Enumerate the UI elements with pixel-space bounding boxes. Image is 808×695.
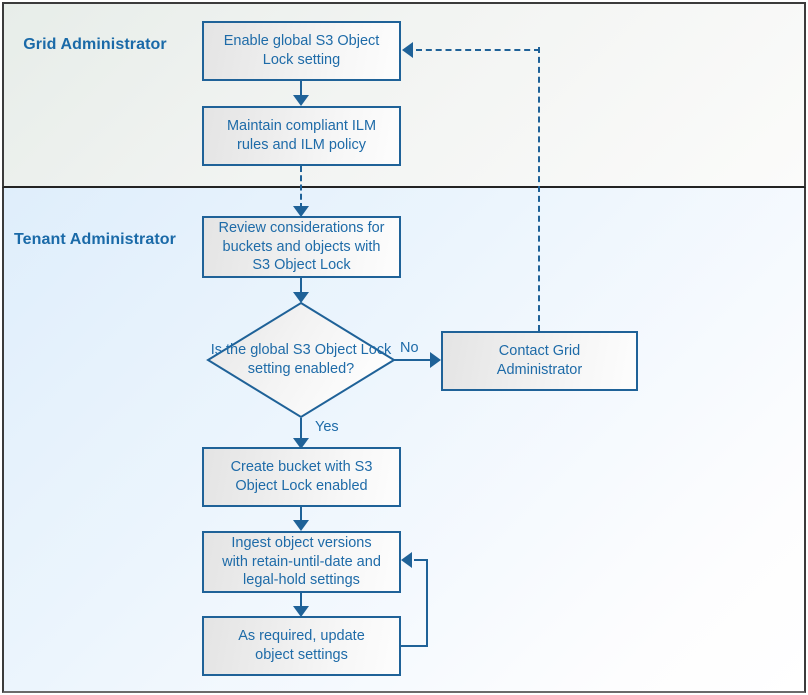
node-create-bucket: Create bucket with S3 Object Lock enable… — [202, 447, 401, 507]
arrowhead-review-to-decision — [293, 292, 309, 303]
arrowhead-maintain-to-review — [293, 206, 309, 217]
connector-ingest-to-update — [300, 593, 302, 608]
node-ingest-object-versions: Ingest object versions with retain-until… — [202, 531, 401, 593]
edge-label-no: No — [400, 340, 419, 356]
node-update-line2: object settings — [255, 647, 348, 663]
arrowhead-update-to-ingest — [401, 552, 412, 568]
node-review-line2: buckets and objects with — [222, 238, 381, 255]
connector-decision-no-to-contact — [394, 359, 434, 361]
connector-review-to-decision — [300, 278, 302, 294]
connector-maintain-to-review-dashed — [300, 166, 302, 209]
swimlane-grid-administrator — [2, 2, 806, 188]
connector-create-bucket-to-ingest — [300, 507, 302, 522]
connector-contact-to-enable-vertical-dashed — [538, 47, 540, 331]
connector-update-to-ingest-vertical — [426, 560, 428, 647]
swimlane-tenant-administrator — [2, 188, 806, 693]
connector-update-to-ingest-bottom — [401, 645, 428, 647]
lane-title-tenant-line1: Tenant — [13, 231, 66, 248]
node-update-line1: As required, update — [238, 628, 365, 645]
node-create-bucket-line2: Object Lock enabled — [235, 478, 368, 494]
arrowhead-decision-no-to-contact — [430, 352, 441, 368]
lane-title-tenant-line2: Administrator — [69, 231, 176, 248]
node-maintain-ilm-line1: Maintain compliant ILM — [226, 118, 377, 135]
node-contact-line2: Administrator — [496, 362, 583, 378]
node-enable-global-line2: Lock setting — [262, 52, 341, 68]
connector-update-to-ingest-top — [414, 559, 428, 561]
node-maintain-compliant-ilm: Maintain compliant ILM rules and ILM pol… — [202, 106, 401, 166]
edge-label-yes: Yes — [315, 419, 339, 435]
connector-enable-to-maintain — [300, 81, 302, 97]
arrowhead-enable-to-maintain — [293, 95, 309, 106]
arrowhead-create-bucket-to-ingest — [293, 520, 309, 531]
node-ingest-line1: Ingest object versions — [231, 535, 372, 552]
node-enable-global-line1: Enable global S3 Object — [223, 33, 380, 50]
lane-title-grid-line2: Administrator — [60, 36, 167, 53]
connector-decision-yes-to-create-bucket — [300, 418, 302, 442]
arrowhead-ingest-to-update — [293, 606, 309, 617]
node-update-object-settings: As required, update object settings — [202, 616, 401, 676]
arrowhead-contact-to-enable — [402, 42, 413, 58]
node-review-line1: Review considerations for — [218, 220, 385, 237]
node-enable-global-s3-object-lock: Enable global S3 Object Lock setting — [202, 21, 401, 81]
lane-title-grid-line1: Grid — [23, 36, 57, 53]
node-review-line3: S3 Object Lock — [252, 257, 351, 274]
lane-title-grid-administrator: Grid Administrator — [0, 34, 190, 56]
node-review-considerations: Review considerations for buckets and ob… — [202, 216, 401, 278]
node-decision-global-lock-enabled: Is the global S3 Object Lock setting ena… — [206, 301, 396, 419]
node-maintain-ilm-line2: rules and ILM policy — [237, 137, 366, 153]
node-contact-grid-administrator: Contact Grid Administrator — [441, 331, 638, 391]
node-create-bucket-line1: Create bucket with S3 — [230, 459, 373, 476]
arrowhead-decision-yes-to-create-bucket — [293, 438, 309, 449]
lane-title-tenant-administrator: Tenant Administrator — [0, 229, 190, 251]
node-ingest-line3: legal-hold settings — [243, 572, 360, 589]
decision-diamond-shape — [206, 301, 396, 419]
node-ingest-line2: with retain-until-date and — [222, 553, 381, 570]
connector-contact-to-enable-horizontal-dashed — [416, 49, 540, 51]
node-contact-line1: Contact Grid — [498, 343, 581, 360]
